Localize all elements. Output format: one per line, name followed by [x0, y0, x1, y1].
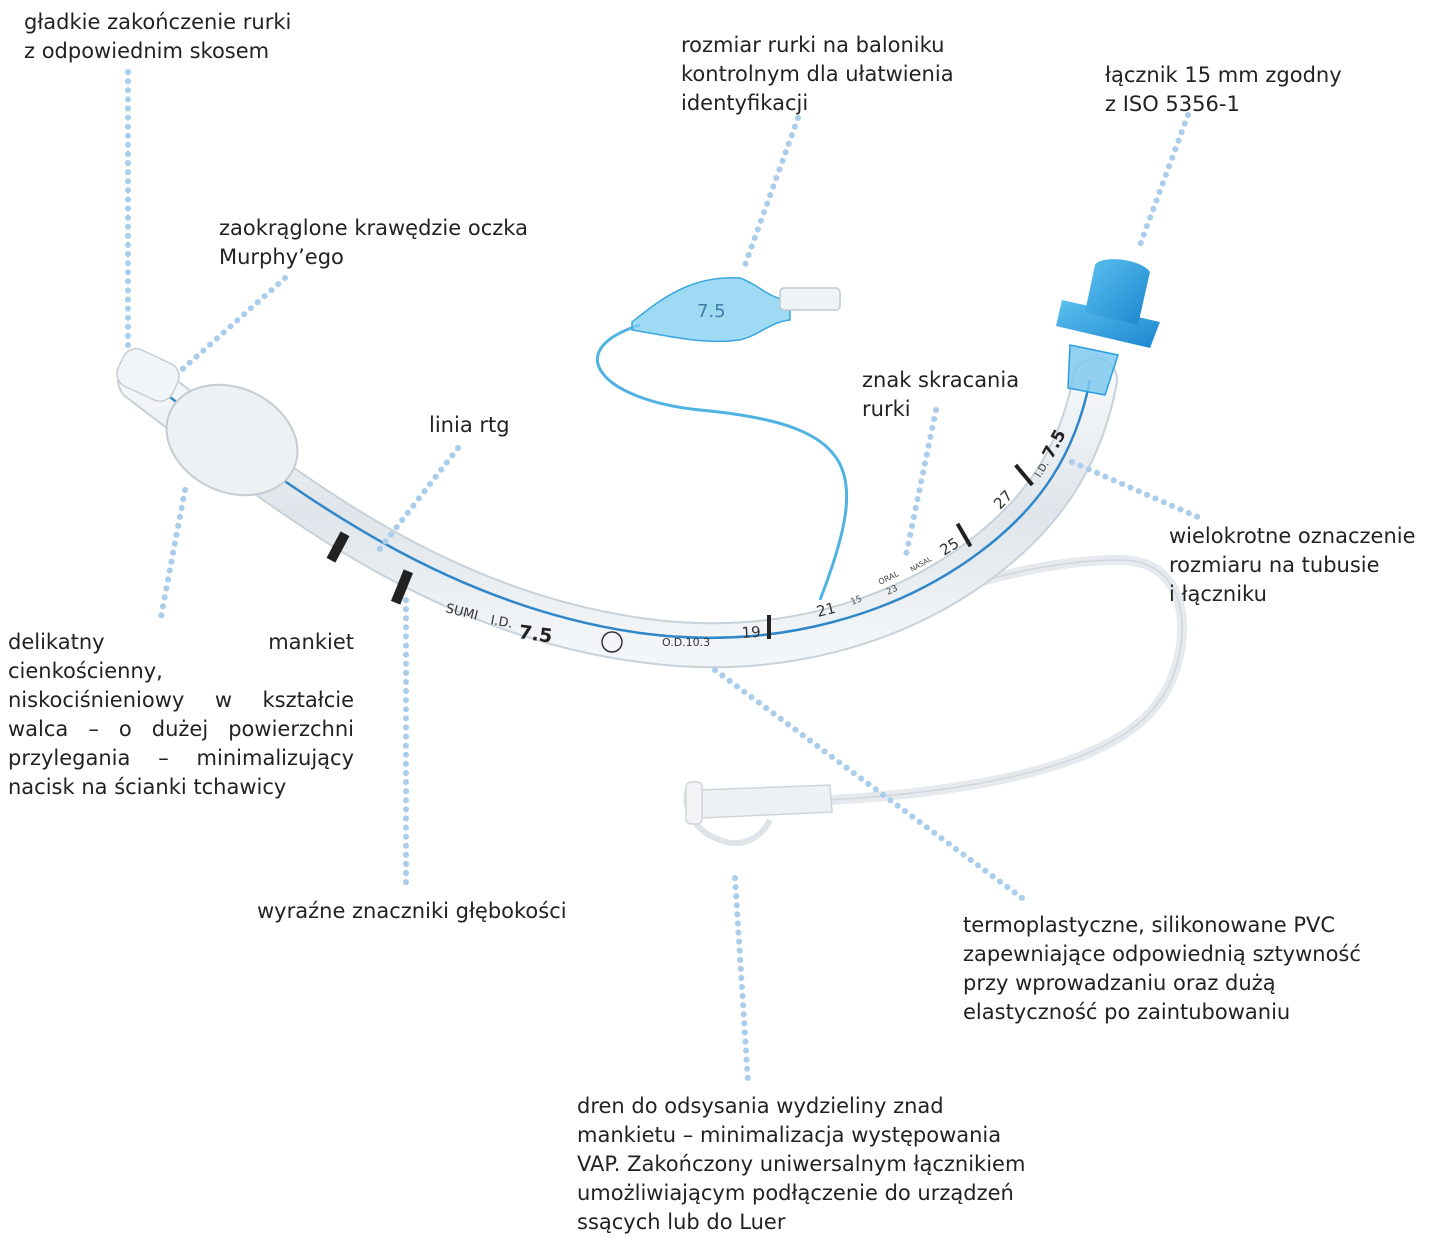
cuff [165, 383, 299, 497]
non-reuse-icon [601, 631, 623, 653]
print-mark-23: 23 [885, 584, 900, 598]
print-od: O.D.10.3 [662, 636, 710, 649]
balloon-size-text: 7.5 [697, 301, 726, 322]
connector-15mm [1056, 259, 1160, 396]
print-mark-19: 19 [741, 623, 761, 642]
xray-stripe [139, 373, 1092, 639]
label-cuff: delikatny mankiet cienkościenny, niskoci… [8, 628, 354, 802]
label-pilot-balloon: rozmiar rurki na baloniku kontrolnym dla… [681, 33, 954, 115]
cuff-line-1: delikatny mankiet cienkościenny, [8, 630, 354, 683]
label-pvc: termoplastyczne, silikonowane PVC zapewn… [963, 913, 1361, 1024]
print-id-label: I.D. [489, 613, 513, 632]
print-id-value: 7.5 [517, 621, 553, 647]
pilot-balloon: 7.5 [631, 277, 841, 343]
cuff-line-3: walca – o dużej powierzchni [8, 717, 354, 741]
print-mark-21: 21 [815, 599, 838, 621]
cuff-line-2: niskociśnieniowy w kształcie [8, 688, 354, 712]
label-xray-line: linia rtg [429, 413, 510, 437]
label-suction-drain: dren do odsysania wydzieliny znad mankie… [577, 1094, 1026, 1234]
pilot-line [595, 323, 849, 601]
leader-lines [125, 69, 1203, 1085]
label-cut-mark: znak skracania rurki [862, 368, 1020, 421]
suction-connector [683, 781, 833, 847]
label-tip: gładkie zakończenie rurki z odpowiednim … [24, 10, 292, 63]
cuff-line-4: przylegania – minimalizujący [8, 746, 354, 770]
cuff-line-5: nacisk na ścianki tchawicy [8, 775, 287, 799]
label-size-marking: wielokrotne oznaczenie rozmiaru na tubus… [1169, 524, 1416, 606]
label-murphy-eye: zaokrąglone krawędzie oczka Murphy’ego [219, 216, 528, 269]
print-mark-15: 15 [849, 594, 863, 608]
label-connector: łącznik 15 mm zgodny z ISO 5356-1 [1105, 63, 1342, 116]
label-depth-marks: wyraźne znaczniki głębokości [257, 899, 567, 923]
